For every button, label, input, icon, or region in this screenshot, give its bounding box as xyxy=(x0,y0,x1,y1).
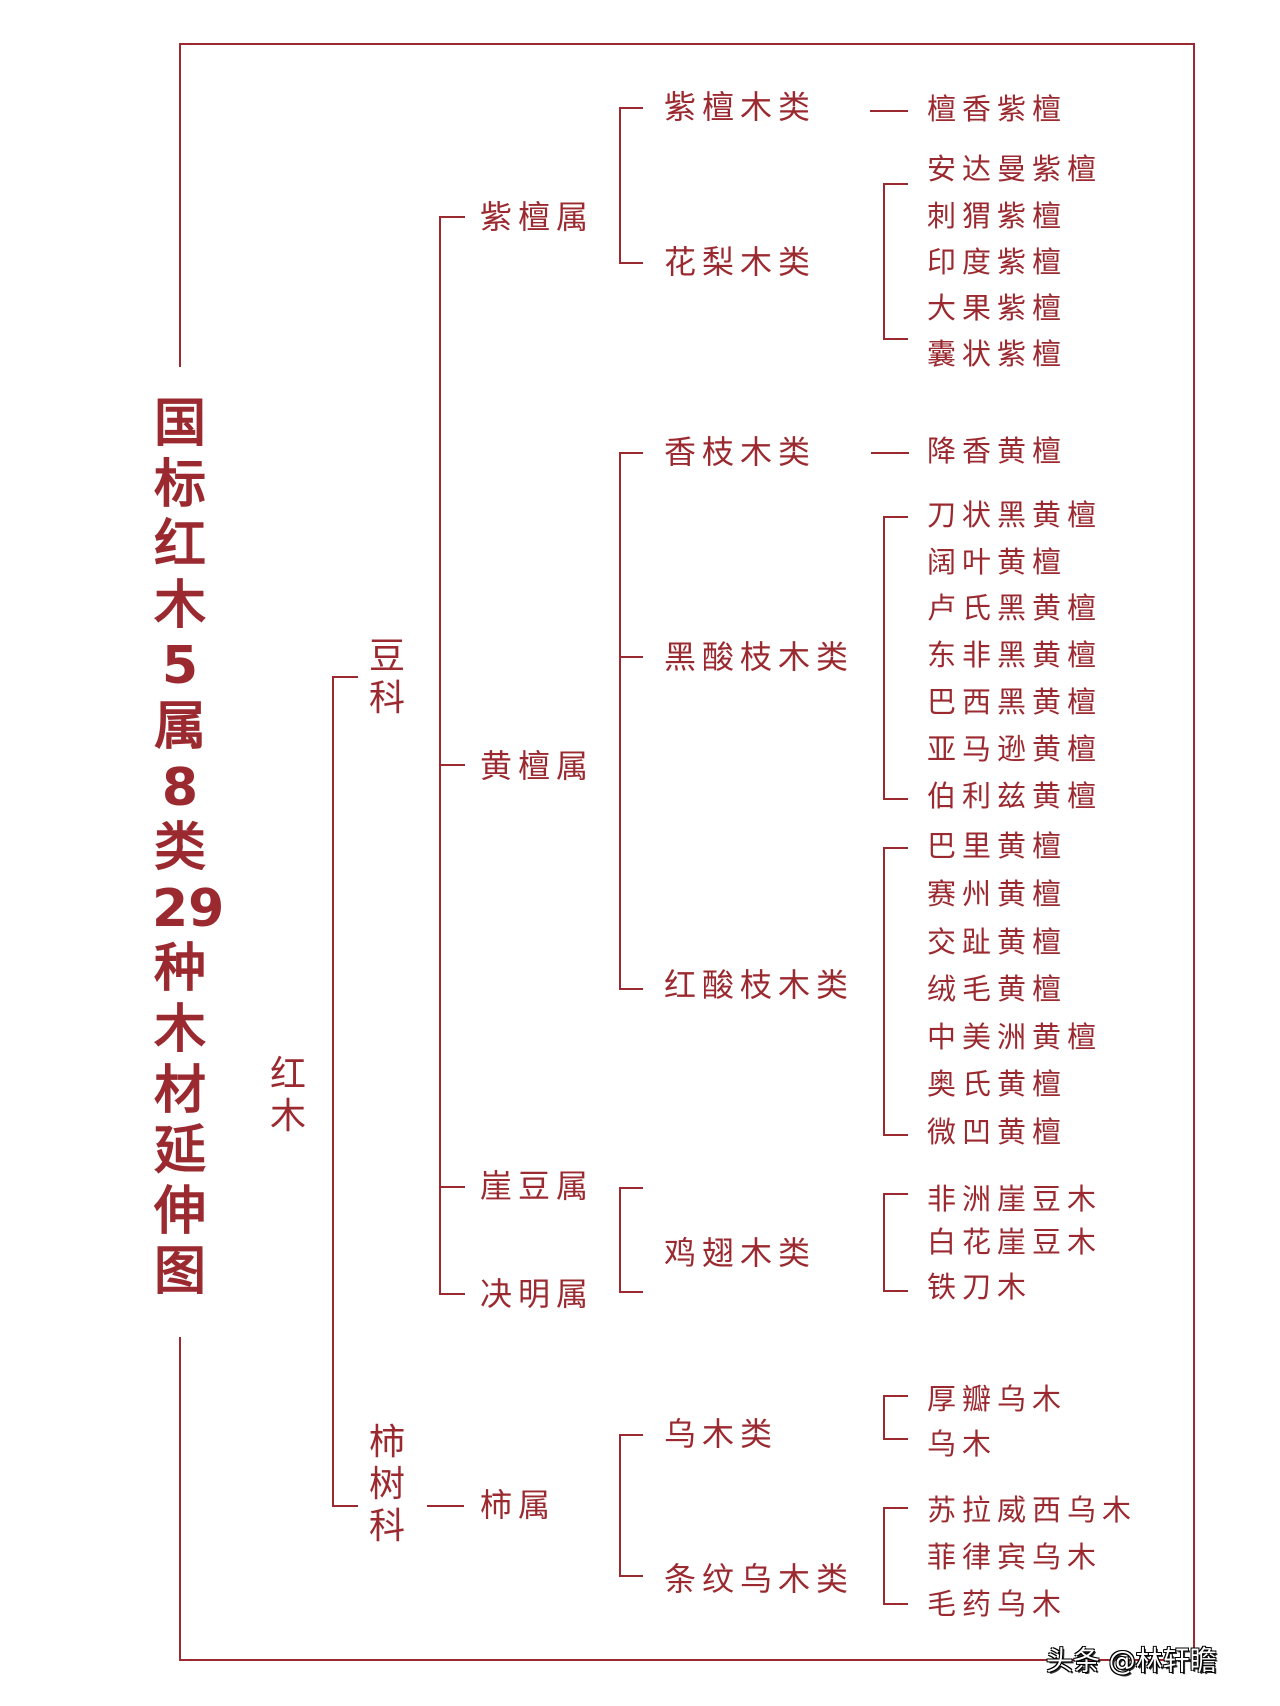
genus-tick-jueming xyxy=(439,1293,465,1295)
class-bracket-shi xyxy=(619,1434,621,1577)
species-tick-tiaowen-top xyxy=(883,1507,908,1509)
frame-top xyxy=(179,43,1195,45)
family-label-douke: 豆 科 xyxy=(368,636,405,719)
species-item: 苏拉威西乌木 xyxy=(927,1493,1138,1527)
class-bracket-jichi xyxy=(619,1187,621,1293)
class-tick-xiangzhimu xyxy=(619,452,643,454)
species-tick-hongsuan-bottom xyxy=(883,1134,908,1136)
class-heisuanzhimu: 黑酸枝木类 xyxy=(664,638,855,676)
species-item: 檀香紫檀 xyxy=(927,92,1068,126)
genus-yadou: 崖豆属 xyxy=(480,1167,595,1205)
species-item: 安达曼紫檀 xyxy=(927,152,1103,186)
class-tick-tiaowenwumu xyxy=(619,1575,643,1577)
class-wumu: 乌木类 xyxy=(664,1415,779,1453)
species-item: 囊状紫檀 xyxy=(927,337,1068,371)
species-item: 大果紫檀 xyxy=(927,291,1068,325)
species-item: 刀状黑黄檀 xyxy=(927,498,1103,532)
class-tick-hualimu xyxy=(619,262,643,264)
class-hualimu: 花梨木类 xyxy=(664,243,817,281)
genus-zitan: 紫檀属 xyxy=(480,198,595,236)
species-item: 刺猬紫檀 xyxy=(927,199,1068,233)
species-tick-hualimu-top xyxy=(883,183,908,185)
species-item: 菲律宾乌木 xyxy=(927,1540,1103,1574)
family-tick-shishu xyxy=(332,1505,358,1507)
class-jichimu: 鸡翅木类 xyxy=(664,1234,817,1272)
class-bracket-zitan xyxy=(619,107,621,264)
species-tick-tiaowen-bottom xyxy=(883,1603,908,1605)
species-bracket-hongsuanzhimu xyxy=(883,847,885,1136)
species-item: 非洲崖豆木 xyxy=(927,1182,1103,1216)
genus-bracket-line xyxy=(439,216,441,1294)
species-tick-heisuan-bottom xyxy=(883,798,908,800)
species-item: 铁刀木 xyxy=(927,1270,1033,1304)
class-tick-jichi-bottom xyxy=(619,1291,643,1293)
species-item: 伯利兹黄檀 xyxy=(927,779,1103,813)
class-bracket-huangtan xyxy=(619,452,621,990)
genus-tick-zitan xyxy=(439,216,465,218)
class-zitanmu: 紫檀木类 xyxy=(664,88,817,126)
species-tick-heisuan-top xyxy=(883,516,908,518)
species-dash-xiangzhimu xyxy=(871,452,909,454)
class-tick-heisuanzhimu xyxy=(619,656,643,658)
genus-shi: 柿属 xyxy=(480,1486,557,1524)
class-hongsuanzhimu: 红酸枝木类 xyxy=(664,966,855,1004)
species-dash-zitanmu xyxy=(870,110,908,112)
species-item: 赛州黄檀 xyxy=(927,877,1068,911)
species-item: 白花崖豆木 xyxy=(927,1225,1103,1259)
species-tick-jichi-top xyxy=(883,1193,908,1195)
root-label: 红 木 xyxy=(269,1054,306,1137)
genus-tick-huangtan xyxy=(439,764,465,766)
frame-bottom xyxy=(179,1659,1195,1661)
frame-left-lower xyxy=(179,1337,181,1661)
genus-tick-yadou xyxy=(439,1186,465,1188)
family-tick-doukе xyxy=(332,676,358,678)
class-tick-wumu xyxy=(619,1434,643,1436)
species-tick-wumu-top xyxy=(883,1395,908,1397)
species-bracket-hualimu xyxy=(883,183,885,340)
species-item: 绒毛黄檀 xyxy=(927,972,1068,1006)
species-item: 阔叶黄檀 xyxy=(927,545,1068,579)
class-tick-jichi-top xyxy=(619,1187,643,1189)
species-bracket-wumu xyxy=(883,1395,885,1440)
species-item: 印度紫檀 xyxy=(927,245,1068,279)
species-item: 奥氏黄檀 xyxy=(927,1067,1068,1101)
frame-right xyxy=(1193,43,1195,1661)
species-bracket-tiaowen xyxy=(883,1507,885,1605)
family-label-shishuke: 柿 树 科 xyxy=(368,1422,405,1547)
diagram-title: 国 标 红 木 5 属 8 类 29 种 木 材 延 伸 图 xyxy=(152,394,225,1303)
species-tick-hualimu-bottom xyxy=(883,338,908,340)
genus-jueming: 决明属 xyxy=(480,1275,595,1313)
species-item: 卢氏黑黄檀 xyxy=(927,591,1103,625)
species-tick-wumu-bottom xyxy=(883,1438,908,1440)
genus-huangtan: 黄檀属 xyxy=(480,747,595,785)
species-tick-hongsuan-top xyxy=(883,847,908,849)
class-xiangzhimu: 香枝木类 xyxy=(664,433,817,471)
species-bracket-heisuanzhimu xyxy=(883,516,885,800)
watermark: 头条 @林轩瞻 xyxy=(1046,1646,1217,1677)
species-tick-jichi-bottom xyxy=(883,1290,908,1292)
species-item: 交趾黄檀 xyxy=(927,925,1068,959)
species-item: 微凹黄檀 xyxy=(927,1115,1068,1149)
species-item: 降香黄檀 xyxy=(927,434,1068,468)
genus-dash-shi xyxy=(427,1505,464,1507)
species-item: 乌木 xyxy=(927,1427,998,1461)
species-item: 巴里黄檀 xyxy=(927,829,1068,863)
species-item: 东非黑黄檀 xyxy=(927,638,1103,672)
species-item: 毛药乌木 xyxy=(927,1587,1068,1621)
family-bracket-line xyxy=(332,676,334,1507)
species-item: 亚马逊黄檀 xyxy=(927,732,1103,766)
class-tick-hongsuanzhimu xyxy=(619,988,643,990)
class-tiaowenwumu: 条纹乌木类 xyxy=(664,1560,855,1598)
species-bracket-jichimu xyxy=(883,1193,885,1292)
class-tick-zitanmu xyxy=(619,107,643,109)
species-item: 巴西黑黄檀 xyxy=(927,685,1103,719)
species-item: 中美洲黄檀 xyxy=(927,1020,1103,1054)
frame-left-upper xyxy=(179,43,181,367)
species-item: 厚瓣乌木 xyxy=(927,1382,1068,1416)
